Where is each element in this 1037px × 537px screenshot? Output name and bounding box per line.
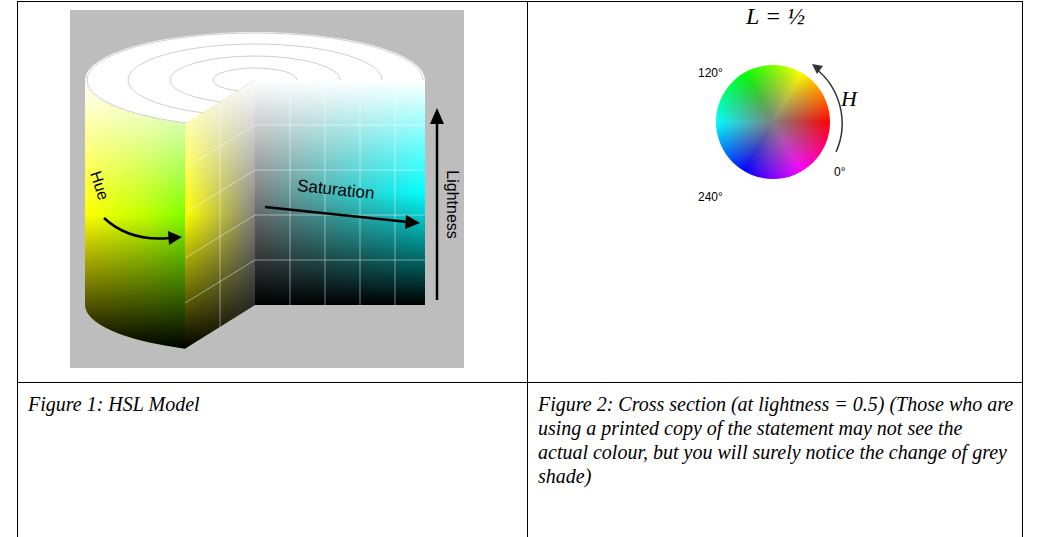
figure-caption: Figure 1: HSL Model bbox=[28, 392, 508, 416]
hue-symbol: H bbox=[841, 86, 857, 112]
hue-arrow-head bbox=[812, 64, 823, 74]
arrow-heads bbox=[168, 108, 444, 245]
cut-face bbox=[185, 80, 255, 349]
colour-wheel bbox=[716, 65, 830, 179]
cut-face bbox=[255, 80, 425, 305]
angle-label: 120° bbox=[698, 66, 723, 80]
cylinder-side bbox=[85, 80, 185, 349]
table-border bbox=[1022, 1, 1023, 537]
table-border bbox=[527, 1, 528, 537]
cylinder-side-shade bbox=[85, 80, 185, 349]
cut-face-shade bbox=[185, 80, 255, 349]
axis-arrows bbox=[104, 122, 437, 300]
figure-caption: Figure 2: Cross section (at lightness = … bbox=[538, 392, 1014, 488]
wheel-title: L = ½ bbox=[746, 2, 805, 31]
cut-face-shade bbox=[255, 80, 425, 305]
angle-label: 0° bbox=[834, 165, 845, 179]
axis-label: Lightness bbox=[442, 171, 461, 240]
table-border bbox=[17, 1, 1023, 2]
table-border bbox=[17, 1, 18, 537]
figure-background bbox=[70, 10, 464, 368]
table-border bbox=[17, 382, 1023, 383]
face-grid bbox=[185, 80, 425, 327]
angle-label: 240° bbox=[698, 190, 723, 204]
